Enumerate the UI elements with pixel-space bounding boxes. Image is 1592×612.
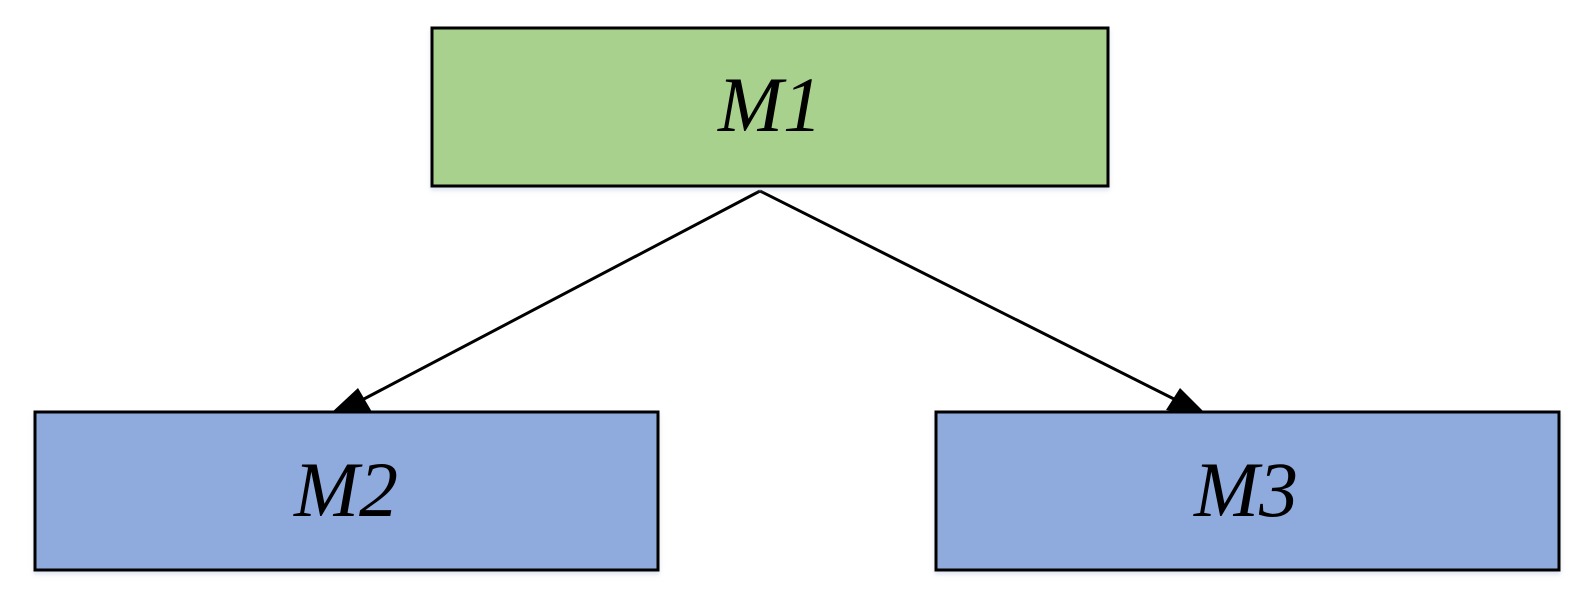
node-m3-label: M3 [1193,446,1298,533]
node-m3-box [934,410,1561,572]
edge-line-m1-m3 [759,189,1177,402]
node-m2 [33,410,660,572]
edge-line-m1-m2 [361,189,761,402]
node-m2-box [33,410,660,572]
arrow-head-m3 [1166,388,1208,416]
node-m2-label: M2 [293,446,398,533]
node-m1 [430,26,1110,188]
edge-m1-m2 [330,189,761,414]
node-m1-box [430,26,1110,188]
node-m1-label: M1 [717,61,822,148]
node-m3 [934,410,1561,572]
edge-m1-m3 [759,189,1208,416]
arrow-head-m2 [330,388,372,414]
